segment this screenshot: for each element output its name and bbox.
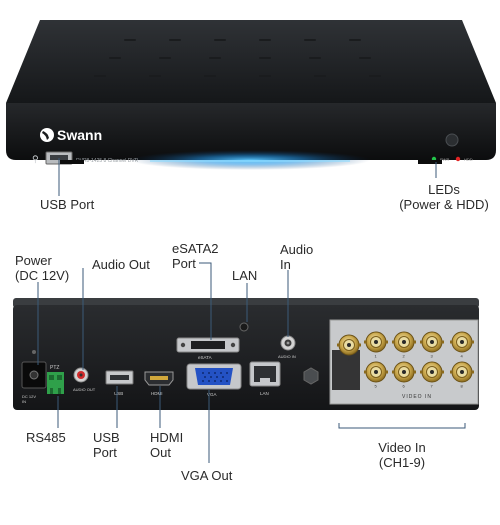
rear-audio-in-mark: AUDIO IN	[278, 354, 296, 359]
label-esata-line1: eSATA2	[172, 241, 219, 256]
rear-dc12v-mark: DC 12V	[22, 394, 36, 399]
label-audio-out: Audio Out	[92, 257, 150, 272]
swann-logo: Swann	[40, 127, 102, 143]
esata-port	[176, 337, 240, 353]
label-rs485: RS485	[26, 430, 66, 445]
bnc-connector-ch7: 7	[420, 361, 444, 389]
rear-hdmi-mark: HDMI	[151, 391, 163, 396]
front-model-text: DVR8-1425 8 Channel DVR	[76, 158, 139, 164]
rear-screw	[239, 322, 249, 332]
bnc-connector-ch2: 2	[392, 331, 416, 359]
bnc-number-ch5: 5	[375, 384, 378, 389]
usb-symbol-icon: ⚲	[32, 155, 39, 165]
leader-lines	[37, 158, 466, 463]
label-audio-in-line2: In	[280, 257, 291, 272]
label-video-in: Video In (CH1-9)	[366, 440, 438, 470]
rear-lan-mark: LAN	[260, 391, 269, 396]
front-vents	[94, 39, 381, 77]
rear-video-in-mark: VIDEO IN	[402, 394, 432, 400]
label-usb-back-line1: USB	[93, 430, 120, 445]
rear-in-mark: IN	[22, 399, 26, 404]
label-leds-line2: (Power & HDD)	[399, 197, 489, 212]
led-hdd-text: HDD	[464, 157, 473, 162]
label-power-line1: Power	[15, 253, 52, 268]
hdmi-port	[144, 371, 174, 386]
label-esata: eSATA2 Port	[172, 241, 218, 271]
label-vga-out: VGA Out	[181, 468, 233, 483]
rs485-terminal	[47, 372, 64, 394]
label-audio-in: Audio In	[280, 242, 313, 272]
bnc-number-ch3: 3	[431, 354, 434, 359]
audio-out-rca	[73, 367, 89, 383]
bnc-number-ch8: 8	[461, 384, 464, 389]
bnc-connector-ch5: 5	[364, 361, 388, 389]
bnc-connector-ch4: 4	[450, 331, 474, 359]
label-usb-port-back: USB Port	[93, 430, 120, 460]
hdd-led-icon	[455, 156, 461, 162]
label-video-in-line2: (CH1-9)	[378, 455, 426, 470]
bnc-number-ch2: 2	[403, 354, 406, 359]
rear-usb-mark: USB	[114, 391, 123, 396]
dc-power-jack	[21, 350, 47, 389]
label-lan: LAN	[232, 268, 258, 283]
label-hdmi: HDMI Out	[150, 430, 183, 460]
lan-port	[249, 361, 281, 387]
front-top-surface	[6, 20, 496, 103]
label-video-in-line1: Video In	[378, 440, 426, 455]
bnc-number-ch7: 7	[431, 384, 434, 389]
rear-dvr-unit: DC 12V IN PTZ AUDIO OUT USB HDMI	[13, 298, 479, 410]
bnc-number-ch9: 9	[348, 357, 351, 362]
video-in-bnc-group: 9 1 2 3 4 5 6 7 8	[337, 331, 474, 389]
label-power: Power (DC 12V)	[15, 253, 69, 283]
rear-hex-screw	[303, 367, 319, 385]
bnc-connector-ch8: 8	[450, 361, 474, 389]
label-esata-line2: Port	[172, 256, 196, 271]
label-leds: LEDs (Power & HDD)	[398, 182, 490, 212]
bnc-connector-ch1: 1	[364, 331, 388, 359]
label-hdmi-line1: HDMI	[150, 430, 184, 445]
label-hdmi-line2: Out	[150, 445, 171, 460]
front-face	[6, 103, 496, 160]
rear-vga-mark: VGA	[207, 392, 217, 397]
rear-esata-mark: eSATA	[198, 355, 212, 360]
bnc-number-ch4: 4	[461, 354, 464, 359]
bnc-connector-ch3: 3	[420, 331, 444, 359]
rear-usb-port	[105, 370, 134, 385]
rear-audio-out-mark: AUDIO OUT	[73, 387, 96, 392]
label-leds-line1: LEDs	[428, 182, 460, 197]
power-button	[445, 133, 459, 147]
rear-ptz-mark: PTZ	[50, 365, 59, 371]
led-pwr-text: PWR	[440, 157, 449, 162]
bnc-number-ch1: 1	[375, 354, 378, 359]
front-dvr-unit: Swann ⚲ DVR8-1425 8 Channel DVR PWR HDD	[6, 20, 496, 170]
bnc-connector-ch6: 6	[392, 361, 416, 389]
front-brand-text: Swann	[57, 127, 102, 143]
label-usb-port-front: USB Port	[40, 197, 95, 212]
front-blue-glow	[130, 150, 370, 170]
bnc-connector-ch9: 9	[337, 334, 361, 362]
label-audio-in-line1: Audio	[280, 242, 314, 257]
label-power-line2: (DC 12V)	[15, 268, 70, 283]
bnc-number-ch6: 6	[403, 384, 406, 389]
audio-in-rca	[280, 335, 296, 351]
label-usb-back-line2: Port	[93, 445, 117, 460]
vga-port	[186, 363, 242, 390]
